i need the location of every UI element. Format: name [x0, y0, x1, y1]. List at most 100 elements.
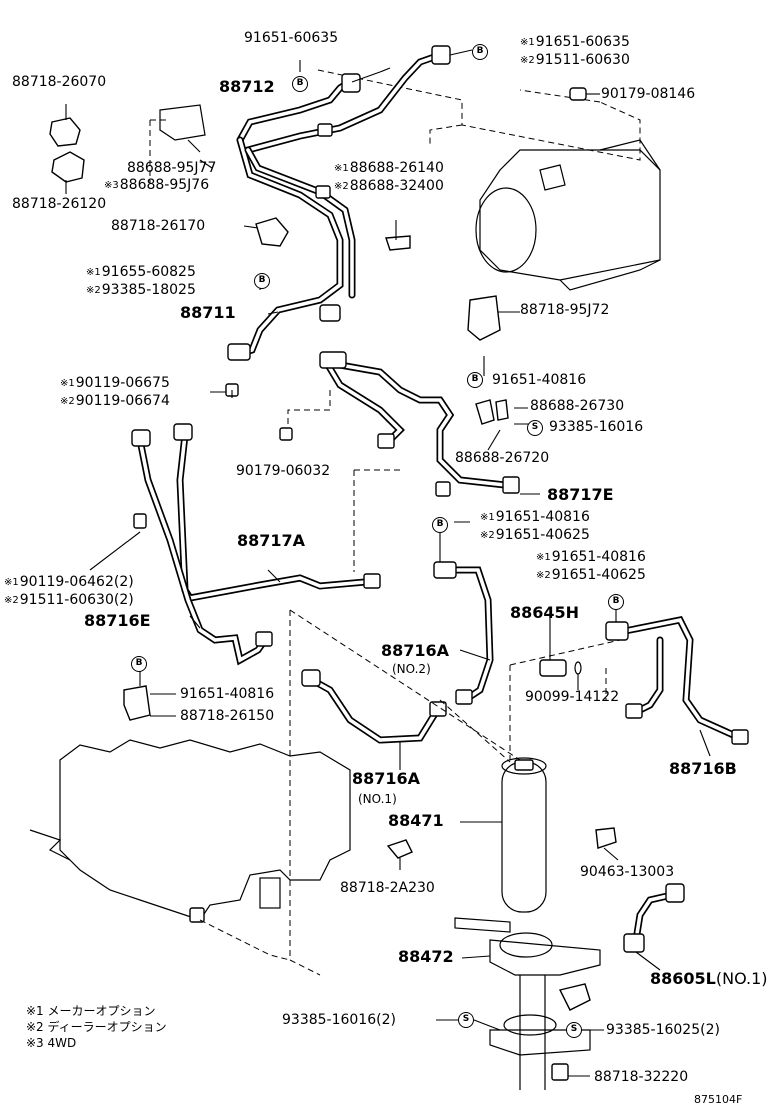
pipe-88712	[236, 45, 451, 154]
part-label: ※191651-40816	[536, 549, 646, 566]
part-label-main: 88472	[398, 947, 454, 966]
part-label: 93385-16016(2)	[282, 1012, 396, 1028]
receiver-88471	[501, 757, 547, 913]
part-number: 91511-60630(2)	[19, 592, 134, 608]
screw-s-symbol: S	[527, 420, 543, 436]
part-label: ※290119-06674	[60, 393, 170, 410]
footnote: ※3 4WD	[26, 1036, 77, 1050]
mark-2: ※2	[480, 530, 495, 541]
mark-1: ※1	[4, 577, 19, 588]
part-label: ※191651-40816	[480, 509, 590, 526]
part-number: 88688-32400	[349, 178, 444, 194]
mark-2: ※2	[86, 285, 101, 296]
part-label-note: (NO.2)	[392, 662, 431, 676]
pipe-88711	[227, 136, 356, 361]
bolt-b-symbol: B	[292, 76, 308, 92]
part-label: 90179-08146	[601, 86, 696, 102]
screw-s-symbol: S	[458, 1012, 474, 1028]
mark-2: ※2	[60, 396, 75, 407]
part-label-main: 88717E	[547, 485, 614, 504]
figure-code: 875104F	[694, 1093, 743, 1106]
part-number: 90119-06462(2)	[19, 574, 134, 590]
part-number: 90119-06675	[75, 375, 170, 391]
part-label: 88718-95J72	[520, 302, 610, 318]
pipe-88716e	[131, 429, 273, 666]
part-label: 91651-40816	[492, 372, 587, 388]
part-label: 91651-60635	[244, 30, 339, 46]
part-label: 90463-13003	[580, 864, 675, 880]
part-label-main: 88716B	[669, 759, 737, 778]
mark-2: ※2	[520, 55, 535, 66]
mark-1: ※1	[334, 163, 349, 174]
mark-2: ※2	[334, 181, 349, 192]
part-label: 88688-26730	[530, 398, 625, 414]
part-number: 90119-06674	[75, 393, 170, 409]
leader-lines	[65, 49, 711, 1077]
part-label-main: 88605L(NO.1)	[650, 970, 768, 988]
part-label: 90179-06032	[236, 463, 331, 479]
part-number: 91655-60825	[101, 264, 196, 280]
part-label: ※188688-26140	[334, 160, 444, 177]
part-label: ※190119-06675	[60, 375, 170, 392]
part-label: 88688-26720	[455, 450, 550, 466]
bolt-b-symbol: B	[432, 517, 448, 533]
footnote: ※1 メーカーオプション	[26, 1004, 156, 1018]
bracket-88472	[454, 917, 601, 1090]
part-label-main: 88645H	[510, 603, 580, 622]
part-label-main: 88716A	[381, 641, 450, 660]
part-label: ※291511-60630	[520, 52, 630, 69]
bolt-b-symbol: B	[472, 44, 488, 60]
mark-1: ※1	[520, 37, 535, 48]
mark-1: ※1	[60, 378, 75, 389]
mark-1: ※1	[86, 267, 101, 278]
part-label: 88718-26170	[111, 218, 206, 234]
part-label-note: (NO.1)	[358, 792, 397, 806]
part-label: ※291651-40625	[536, 567, 646, 584]
pipe-88717a	[173, 423, 381, 602]
screw-s-symbol: S	[566, 1022, 582, 1038]
part-label: 88718-26150	[180, 708, 275, 724]
bolt-b-symbol: B	[254, 273, 270, 289]
part-label: ※191651-60635	[520, 34, 630, 51]
part-number: 91651-60635	[535, 34, 630, 50]
part-label: 93385-16016	[549, 419, 644, 435]
part-label: 93385-16025(2)	[606, 1022, 720, 1038]
part-number: 88688-26140	[349, 160, 444, 176]
pipe-88716a-no1	[301, 669, 447, 744]
mark-2: ※2	[4, 595, 19, 606]
part-label-main: 88716A	[352, 769, 421, 788]
footnote: ※2 ディーラーオプション	[26, 1020, 167, 1034]
part-number: 88605L	[650, 969, 716, 988]
part-label: ※291511-60630(2)	[4, 592, 134, 609]
part-label: 88718-26120	[12, 196, 107, 212]
part-number: 91651-40625	[495, 527, 590, 543]
mark-1: ※1	[480, 512, 495, 523]
part-label: ※191655-60825	[86, 264, 196, 281]
part-label-main: 88716E	[84, 611, 151, 630]
pressure-switch-88645h	[539, 659, 567, 677]
part-label-main: 88712	[219, 77, 275, 96]
compressor-drawing	[317, 69, 661, 291]
part-label: 88718-2A230	[340, 880, 435, 896]
part-number: 88688-95J76	[119, 177, 210, 193]
part-label-main: 88711	[180, 303, 236, 322]
pipe-88716a-no2	[433, 561, 494, 705]
part-label: ※190119-06462(2)	[4, 574, 134, 591]
vehicle-outline	[29, 739, 351, 923]
pipe-88717e	[319, 351, 520, 497]
part-label-note: (NO.1)	[715, 969, 768, 988]
part-number: 91651-40625	[551, 567, 646, 583]
part-label: ※388688-95J76	[104, 177, 209, 194]
bolt-b-symbol: B	[467, 372, 483, 388]
part-label: 91651-40816	[180, 686, 275, 702]
part-label: 90099-14122	[525, 689, 620, 705]
mark-2: ※2	[536, 570, 551, 581]
part-label: 88718-32220	[594, 1069, 689, 1085]
mark-1: ※1	[536, 552, 551, 563]
sensor-88605l	[623, 883, 685, 953]
bolt-b-symbol: B	[608, 594, 624, 610]
bolt-b-symbol: B	[131, 656, 147, 672]
part-label: ※293385-18025	[86, 282, 196, 299]
part-number: 91651-40816	[495, 509, 590, 525]
